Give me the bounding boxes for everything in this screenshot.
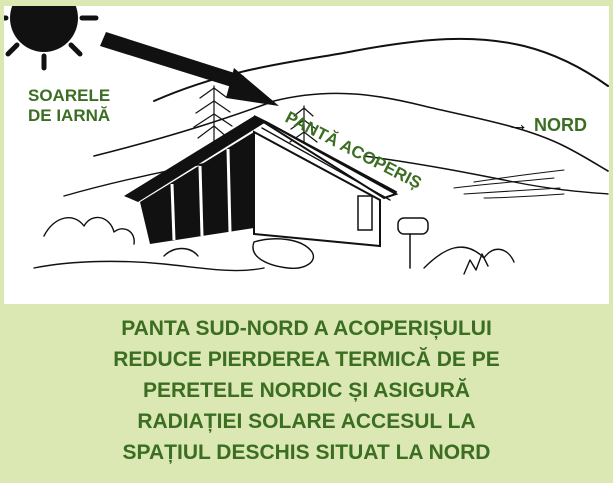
north-arrow-icon: → bbox=[507, 111, 529, 136]
mailbox-icon bbox=[397, 217, 429, 269]
caption-line: PANTA SUD-NORD A ACOPERIȘULUI bbox=[121, 317, 492, 340]
illustration-panel: PANTĂ ACOPERIȘ SOARELE DE IARNĂ → NORD bbox=[0, 0, 609, 304]
winter-sun-label: SOARELE DE IARNĂ bbox=[28, 86, 158, 126]
caption-line: REDUCE PIERDEREA TERMICĂ DE PE bbox=[113, 348, 500, 371]
winter-sun-label-line2: DE IARNĂ bbox=[28, 106, 111, 125]
foreground-shrubs bbox=[33, 216, 515, 275]
caption-line: PERETELE NORDIC ȘI ASIGURĂ bbox=[142, 379, 471, 402]
north-label: → NORD bbox=[507, 111, 587, 137]
caption-line: SPAȚIUL DESCHIS SITUAT LA NORD bbox=[122, 441, 491, 464]
mountain-ridge-mid bbox=[93, 92, 609, 172]
sun-icon bbox=[0, 0, 99, 71]
north-text: NORD bbox=[534, 115, 588, 135]
earth-sheltered-house-icon bbox=[124, 115, 399, 248]
sun-ray-arrow-icon bbox=[100, 32, 279, 106]
wind-streaks bbox=[453, 169, 565, 199]
tree-left-icon bbox=[193, 85, 233, 147]
house-illustration: PANTĂ ACOPERIȘ bbox=[0, 0, 609, 275]
winter-sun-label-line1: SOARELE bbox=[28, 86, 111, 105]
caption-line: RADIAȚIEI SOLARE ACCESUL LA bbox=[137, 410, 476, 433]
mountain-ridge-far bbox=[153, 37, 609, 102]
tree-right-icon bbox=[289, 105, 318, 147]
caption: PANTA SUD-NORD A ACOPERIȘULUI REDUCE PIE… bbox=[10, 313, 603, 468]
